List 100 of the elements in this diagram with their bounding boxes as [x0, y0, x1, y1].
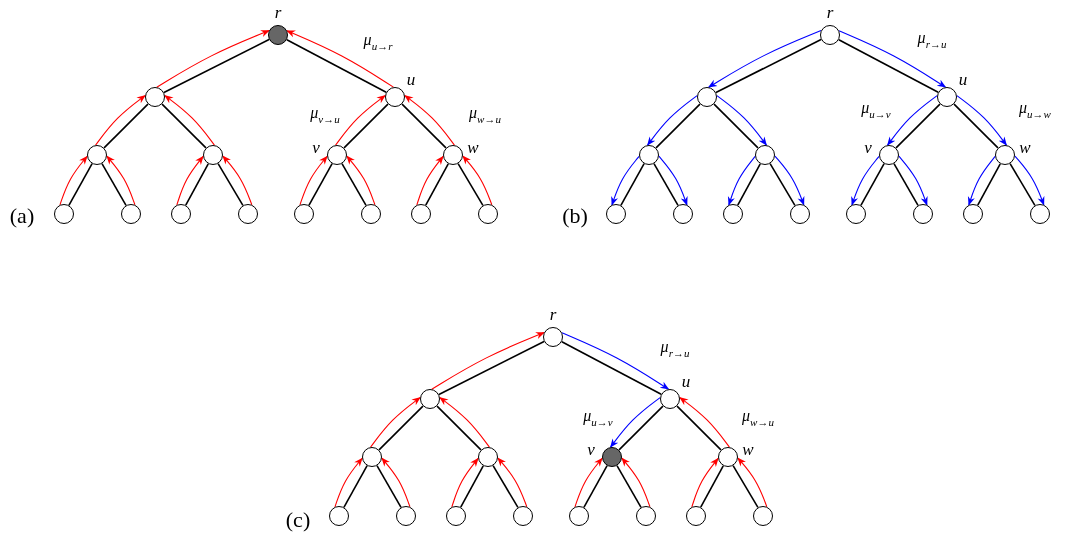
tree-edge	[893, 162, 919, 207]
circle-node	[443, 145, 463, 165]
circle-node	[606, 204, 626, 224]
circle-node	[686, 506, 706, 526]
tree-edge	[616, 464, 642, 509]
message-arrow	[370, 397, 421, 448]
tree-edge	[618, 405, 664, 451]
tree-edge	[217, 162, 244, 207]
message-arrow	[967, 155, 996, 206]
tree-edge	[376, 464, 402, 509]
circle-node	[937, 87, 957, 107]
message-arrow	[59, 155, 88, 206]
tree-edge	[459, 465, 485, 508]
node-label: w	[742, 440, 754, 458]
message-arrow	[611, 155, 640, 206]
message-arrow	[156, 30, 270, 88]
circle-node	[478, 204, 498, 224]
tree-edge	[103, 103, 149, 149]
message-arrow	[621, 457, 651, 508]
circle-node	[396, 506, 416, 526]
circle-node	[327, 145, 347, 165]
tree-edge	[653, 162, 679, 207]
tree-edge	[308, 162, 333, 207]
message-arrow	[887, 95, 938, 146]
message-arrow	[334, 457, 363, 508]
circle-node	[718, 447, 738, 467]
message-arrow	[708, 30, 822, 88]
tree-edge	[561, 340, 662, 396]
panel-label: (b)	[562, 205, 588, 227]
tree-edge	[378, 405, 424, 451]
circle-node	[145, 87, 165, 107]
message-arrow	[647, 95, 698, 146]
circle-node	[753, 506, 773, 526]
message-arrow	[381, 457, 411, 508]
tree-edge	[769, 162, 796, 207]
message-arrow	[416, 155, 444, 206]
circle-node	[478, 447, 498, 467]
message-arrow	[1014, 155, 1045, 206]
message-arrow	[222, 155, 253, 206]
message-arrow	[737, 457, 768, 508]
node-label: v	[864, 138, 872, 156]
circle-node	[513, 506, 533, 526]
tree-edge	[343, 103, 389, 149]
node-label: r	[826, 3, 834, 21]
node-label: r	[549, 305, 557, 323]
tree-edge	[343, 464, 368, 509]
tree-edge	[715, 38, 822, 94]
circle-node	[361, 204, 381, 224]
tree-edge	[655, 103, 701, 149]
circle-node	[362, 447, 382, 467]
circle-node	[963, 204, 983, 224]
message-arrow	[898, 155, 928, 206]
message-arrow	[106, 155, 136, 206]
filled-circle-node	[268, 25, 288, 45]
tree-edge	[976, 163, 1002, 206]
tree-edge	[424, 163, 450, 206]
tree-edge	[713, 103, 759, 149]
node-label: u	[406, 70, 416, 88]
node-label: u	[958, 70, 968, 88]
message-arrow	[335, 95, 386, 146]
node-label: w	[1019, 138, 1031, 156]
circle-node	[697, 87, 717, 107]
circle-node	[673, 204, 693, 224]
message-arrow	[774, 155, 805, 206]
message-arrow	[299, 155, 328, 206]
message-arrow	[658, 155, 688, 206]
node-label: u	[681, 372, 691, 390]
message-arrow	[727, 155, 756, 206]
circle-node	[879, 145, 899, 165]
message-arrow	[838, 30, 947, 88]
tree-edge	[286, 38, 387, 94]
circle-node	[723, 204, 743, 224]
circle-node	[913, 204, 933, 224]
tree-edge	[457, 162, 484, 207]
message-arrow	[451, 457, 479, 508]
message-arrow	[346, 155, 376, 206]
circle-node	[54, 204, 74, 224]
circle-node	[790, 204, 810, 224]
circle-node	[238, 204, 258, 224]
message-arrow	[716, 95, 767, 146]
message-arrow	[286, 30, 394, 88]
circle-node	[446, 506, 466, 526]
tree-edge	[736, 163, 762, 206]
message-arrow	[439, 397, 490, 448]
circle-node	[385, 87, 405, 107]
circle-node	[569, 506, 589, 526]
tree-edge	[436, 405, 482, 451]
circle-node	[846, 204, 866, 224]
message-arrow	[851, 155, 880, 206]
tree-edge	[101, 162, 127, 207]
circle-node	[171, 204, 191, 224]
circle-node	[755, 145, 775, 165]
circle-node	[543, 327, 563, 347]
circle-node	[820, 25, 840, 45]
tree-edge	[860, 162, 885, 207]
message-arrow	[679, 397, 730, 448]
tree-edge	[438, 340, 545, 396]
node-label: w	[467, 138, 479, 156]
message-arrow	[95, 95, 146, 146]
tree-edge	[341, 162, 367, 207]
